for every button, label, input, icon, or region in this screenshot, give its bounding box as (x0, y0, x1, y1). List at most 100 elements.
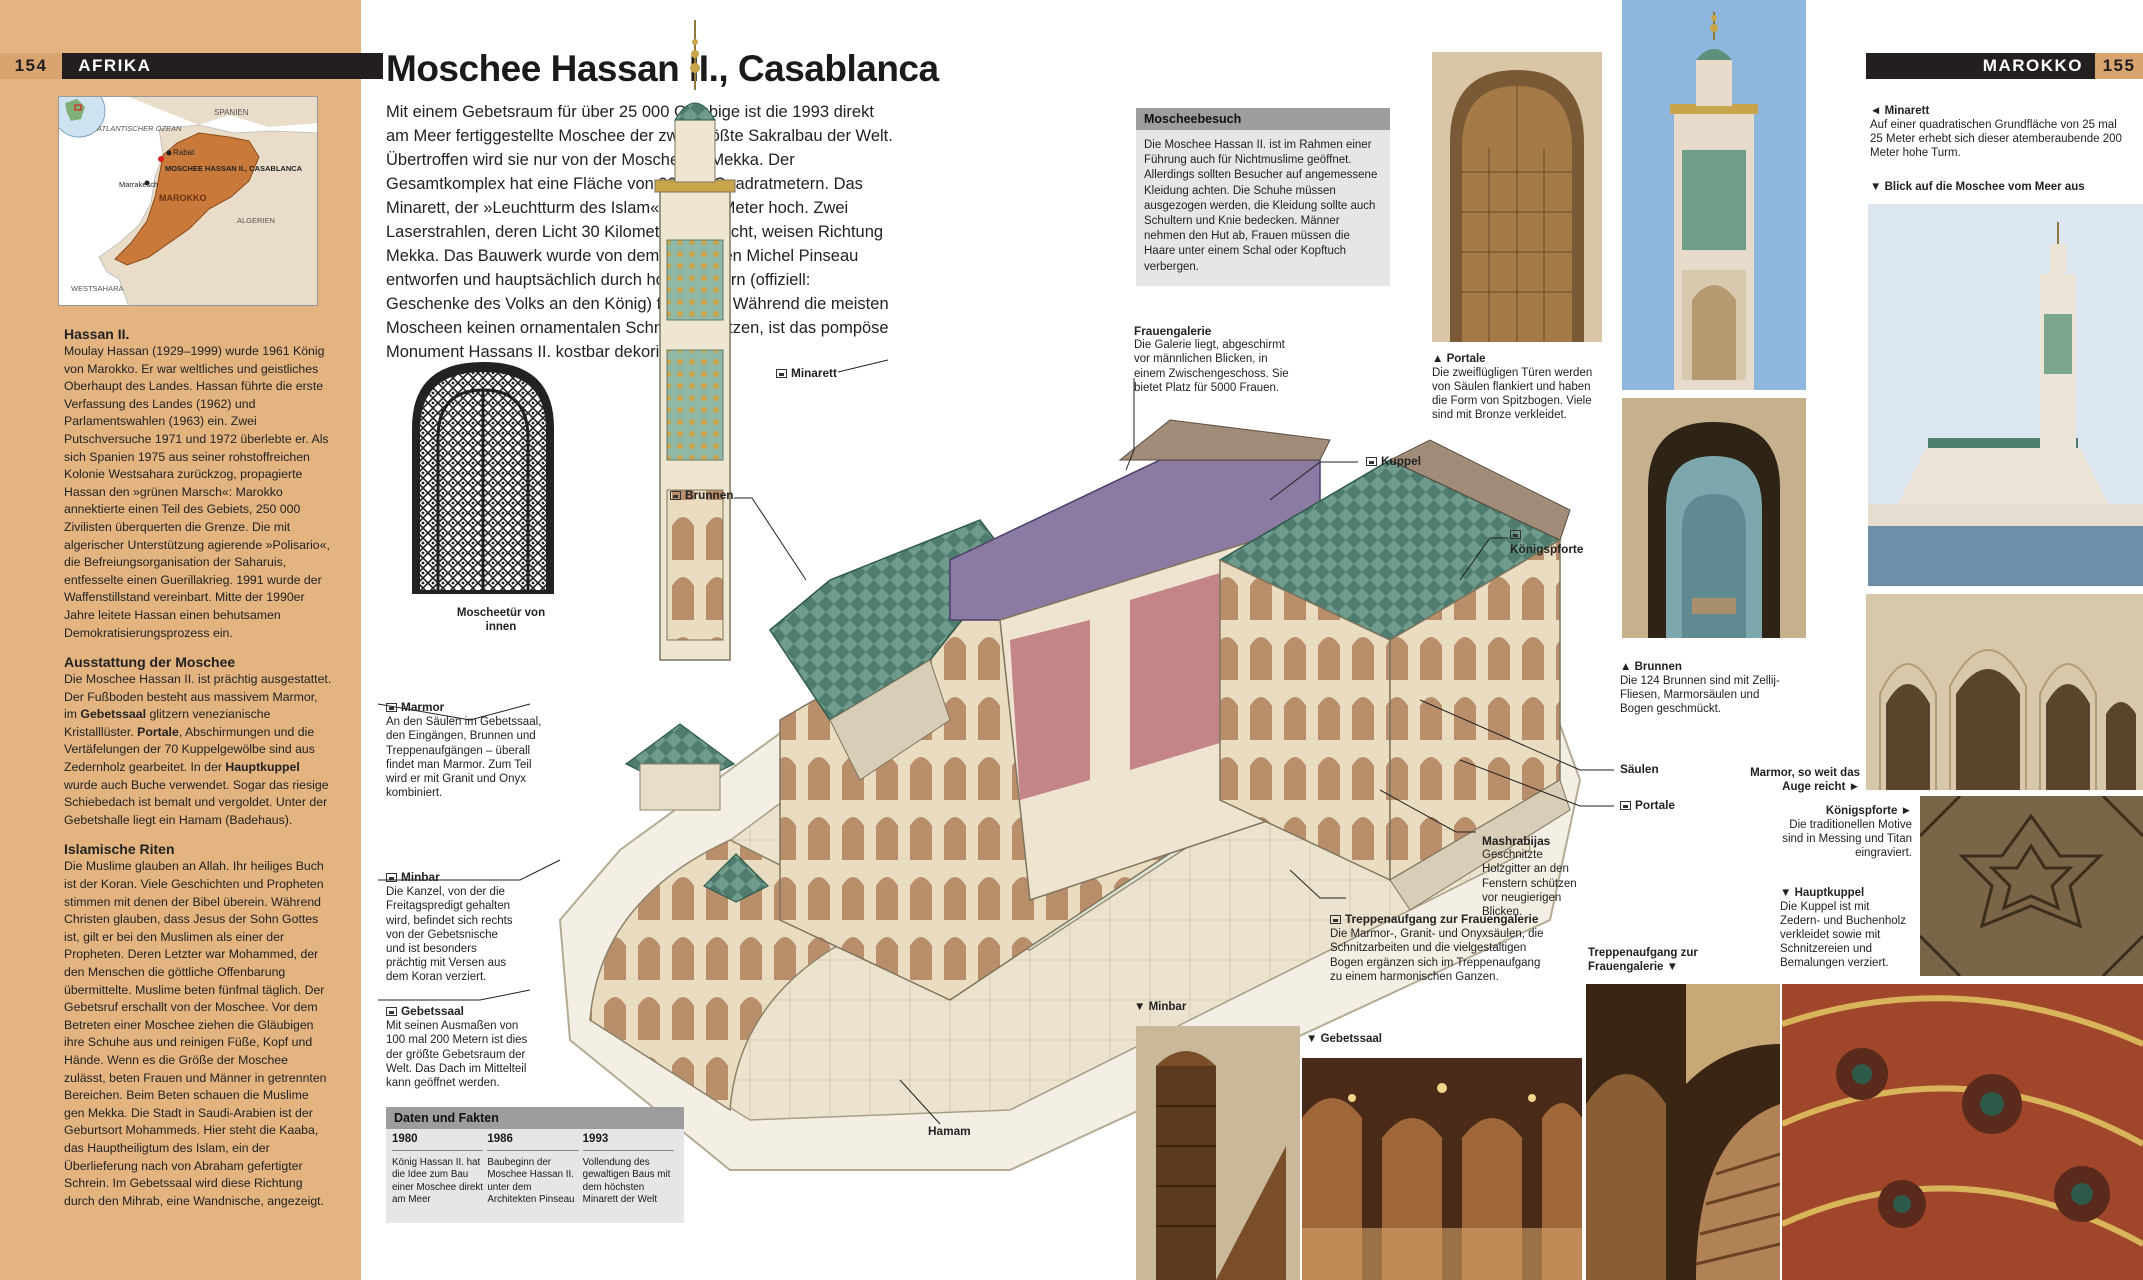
caption-title: Minbar (1148, 1001, 1187, 1013)
arrow-down-icon: ▼ (1134, 1001, 1146, 1013)
callout-title: Königspforte (1510, 542, 1584, 557)
caption-title: Minarett (1884, 105, 1930, 117)
camera-icon (1366, 457, 1377, 467)
caption-title: Königspforte (1825, 805, 1898, 817)
callout-text: Die Kanzel, von der die Freitagspredigt … (386, 886, 513, 984)
callout-minarett: Minarett (776, 366, 837, 381)
photo-blick-meer (1868, 204, 2143, 586)
section-bar-left-ext (361, 53, 383, 79)
callout-brunnen: Brunnen (670, 488, 734, 503)
callout-portale: Portale (1620, 798, 1675, 813)
facts-title: Daten und Fakten (386, 1107, 684, 1129)
sidebar-heading-ausstattung: Ausstattung der Moschee (64, 654, 236, 671)
callout-moscheetuer: Moscheetür von innen (456, 607, 546, 634)
callout-text: An den Säulen im Gebetssaal, den Eingäng… (386, 716, 542, 800)
caption-text: Auf einer quadratischen Grundfläche von … (1870, 119, 2122, 159)
sidebar-heading-riten: Islamische Riten (64, 841, 175, 858)
camera-icon (670, 491, 681, 501)
photo-hauptkuppel (1782, 984, 2143, 1280)
arrow-up-icon: ▲ (1620, 661, 1632, 673)
visit-box: Moscheebesuch Die Moschee Hassan II. ist… (1136, 108, 1390, 286)
bold-run: Hauptkuppel (225, 760, 300, 775)
caption-title: Blick auf die Moschee vom Meer aus (1884, 181, 2085, 193)
callout-title: Portale (1635, 798, 1675, 812)
callout-saeulen: Säulen (1620, 762, 1659, 777)
caption-title: Gebetssaal (1320, 1033, 1382, 1045)
facts-text: Vollendung des gewaltigen Baus mit dem h… (582, 1156, 671, 1206)
caption-title: Hauptkuppel (1794, 887, 1865, 899)
photo-koenigspforte (1920, 796, 2143, 976)
caption-title: Brunnen (1634, 661, 1682, 673)
page-number-right: 155 (2095, 53, 2143, 79)
photo-portal (1432, 52, 1602, 342)
callout-title: Treppenaufgang zur Frauengalerie (1345, 912, 1539, 926)
bold-run: Portale (137, 724, 179, 739)
arrow-left-icon: ◄ (1870, 105, 1882, 117)
map-svg: SPANIEN ATLANTISCHER OZEAN Rabat MOSCHEE… (59, 97, 317, 305)
caption-gebetssaal: ▼ Gebetssaal (1306, 1032, 1382, 1046)
caption-title: Treppenaufgang zur Frauengalerie (1588, 947, 1698, 973)
text-run: glitzern venezianische Kristalllüster. (64, 707, 271, 739)
caption-treppe: Treppenaufgang zur Frauengalerie ▼ (1588, 946, 1708, 974)
bold-run: Gebetssaal (80, 707, 147, 722)
callout-title: Brunnen (685, 488, 734, 502)
facts-text: König Hassan II. hat die Idee zum Bau ei… (392, 1156, 483, 1206)
callout-text: Geschnitzte Holzgitter an den Fenstern s… (1482, 849, 1577, 919)
photo-gebetssaal (1302, 1058, 1582, 1280)
map-label-algerien: ALGERIEN (237, 216, 275, 225)
text-run: Die Moschee Hassan II. ist prächtig ausg… (64, 672, 332, 722)
caption-marmor: Marmor, so weit das Auge reicht ► (1740, 766, 1860, 794)
callout-text: Mit seinen Ausmaßen von 100 mal 200 Mete… (386, 1020, 528, 1090)
map-label-spanien: SPANIEN (214, 108, 249, 117)
callout-title: Säulen (1620, 762, 1659, 776)
arrow-right-icon: ► (1848, 781, 1860, 793)
section-bar-right: MAROKKO 155 (1866, 53, 2143, 79)
camera-icon (1330, 915, 1341, 925)
callout-hamam: Hamam (928, 1124, 971, 1139)
sidebar-para-riten: Die Muslime glauben an Allah. Ihr heilig… (64, 859, 327, 1208)
arrow-up-icon: ▲ (1432, 353, 1444, 365)
page-title: Moschee Hassan II., Casablanca (386, 48, 939, 89)
mosque-cutaway-illustration (558, 20, 1582, 1171)
camera-icon (386, 703, 397, 713)
caption-text: Die traditionellen Motive sind in Messin… (1782, 819, 1912, 859)
photo-brunnen (1622, 398, 1806, 638)
camera-icon (776, 369, 787, 379)
text-run: , Abschirmungen und die Vertäfelungen de… (64, 724, 315, 775)
camera-icon (1510, 530, 1521, 540)
sidebar-heading-hassan: Hassan II. (64, 326, 130, 342)
caption-title: Marmor, so weit das Auge reicht (1750, 767, 1860, 793)
sidebar-text: Hassan II. Moulay Hassan (1929–1999) wur… (64, 326, 332, 1210)
section-label-right: MAROKKO (1982, 56, 2083, 75)
section-label-left: AFRIKA (78, 56, 152, 75)
map-label-marrakesch: Marrakesch (119, 180, 158, 189)
callout-title: Gebetssaal (401, 1004, 464, 1018)
section-bar-left: 154 AFRIKA (0, 53, 361, 79)
facts-year: 1986 (487, 1133, 579, 1151)
map-label-moschee: MOSCHEE HASSAN II., CASABLANCA (165, 164, 303, 173)
visit-box-title: Moscheebesuch (1136, 108, 1390, 130)
callout-title: Minarett (791, 366, 837, 380)
callout-title: Minbar (401, 870, 440, 884)
callout-text: Die Marmor-, Granit- und Onyxsäulen, die… (1330, 928, 1544, 983)
arrow-down-icon: ▼ (1666, 961, 1679, 973)
map-label-atlantik: ATLANTISCHER OZEAN (96, 124, 182, 133)
sidebar-para-ausstattung: Die Moschee Hassan II. ist prächtig ausg… (64, 671, 332, 829)
camera-icon (386, 873, 397, 883)
visit-box-text: Die Moschee Hassan II. ist im Rahmen ein… (1144, 139, 1378, 273)
photo-treppe (1586, 984, 1780, 1280)
caption-text: Die zweiflügligen Türen werden von Säule… (1432, 367, 1593, 421)
map-label-rabat: Rabat (173, 148, 195, 157)
mosque-door-illustration (412, 362, 554, 594)
callout-title: Mashrabijas (1482, 834, 1551, 848)
caption-title: Portale (1446, 353, 1486, 365)
